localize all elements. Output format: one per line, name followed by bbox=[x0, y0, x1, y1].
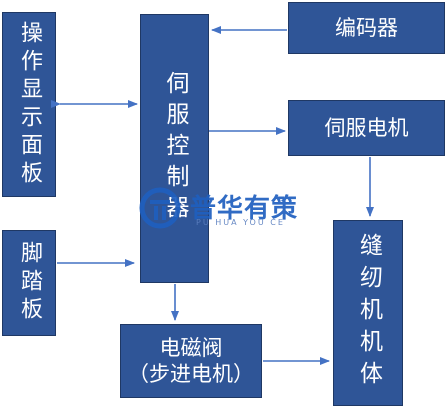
watermark-logo: 普华有策 PU HUA YOU CE bbox=[136, 186, 316, 238]
foot-pedal-box: 脚踏板 bbox=[2, 230, 56, 336]
servo-controller-box: 伺服控制器 bbox=[140, 14, 209, 283]
encoder-box: 编码器 bbox=[288, 2, 445, 54]
sewing-machine-body-label: 缝纫机机体 bbox=[355, 233, 382, 393]
solenoid-valve-box: 电磁阀 （步进电机） bbox=[120, 324, 262, 398]
watermark-emblem-icon bbox=[139, 187, 181, 229]
solenoid-valve-label: 电磁阀 （步进电机） bbox=[128, 335, 254, 386]
foot-pedal-label: 脚踏板 bbox=[17, 241, 42, 325]
servo-motor-label: 伺服电机 bbox=[324, 115, 409, 140]
operation-panel-box: 操作显示面板 bbox=[2, 12, 56, 197]
encoder-label: 编码器 bbox=[335, 15, 398, 40]
operation-panel-label: 操作显示面板 bbox=[17, 20, 42, 189]
servo-motor-box: 伺服电机 bbox=[288, 100, 445, 156]
watermark-subtitle: PU HUA YOU CE bbox=[196, 218, 285, 227]
watermark-title: 普华有策 bbox=[190, 194, 299, 224]
sewing-machine-body-box: 缝纫机机体 bbox=[333, 220, 403, 406]
